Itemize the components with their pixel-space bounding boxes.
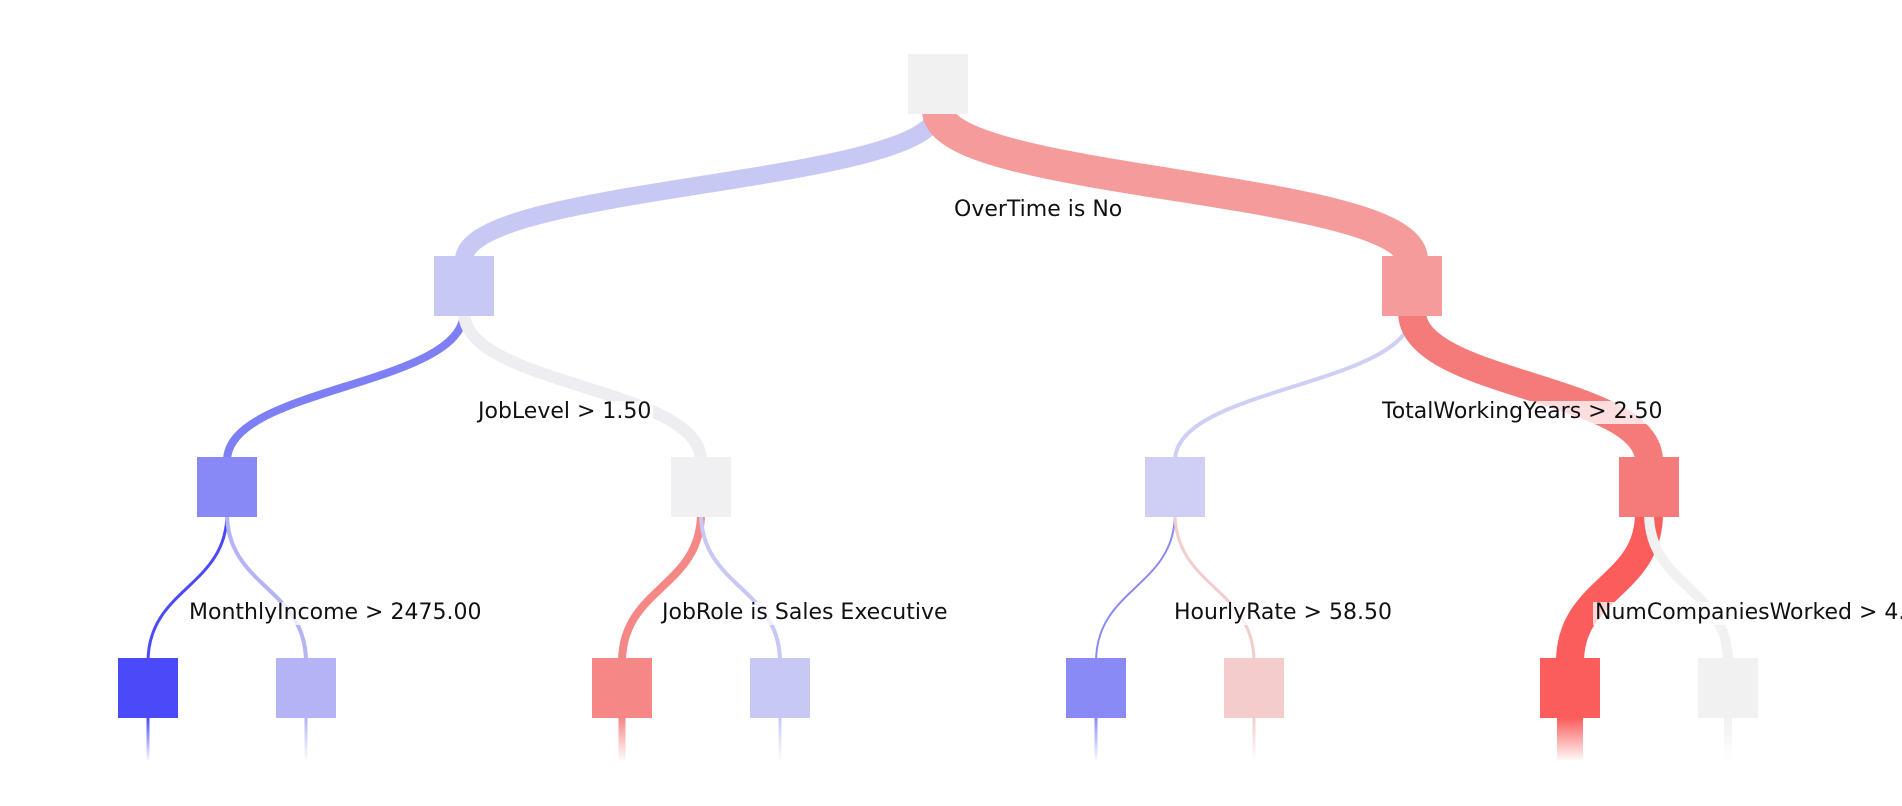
stub-fade-LLL: [145, 718, 151, 762]
label-background: [187, 602, 484, 625]
link-L-to-LL: [223, 311, 468, 462]
link-LR-to-LRR: [699, 512, 782, 663]
tree-node-LR[interactable]: [671, 457, 731, 517]
split-label-L: JobLevel > 1.50: [474, 399, 654, 424]
split-label-text: HourlyRate > 58.50: [1174, 600, 1392, 625]
tree-node-RL[interactable]: [1145, 457, 1205, 517]
tree-node-RRL[interactable]: [1540, 658, 1600, 718]
tree-node-root[interactable]: [908, 54, 968, 114]
split-label-RR: NumCompaniesWorked > 4.50: [1593, 600, 1902, 625]
split-label-LL: MonthlyIncome > 2475.00: [187, 600, 484, 625]
link-LL-to-LLR: [225, 512, 308, 663]
stub-fade-LRL: [617, 718, 627, 762]
link-RL-to-RLR: [1173, 512, 1256, 663]
stub-fade-RRL: [1556, 718, 1584, 762]
split-label-text: OverTime is No: [954, 197, 1122, 222]
label-background: [1172, 602, 1394, 625]
split-label-root: OverTime is No: [952, 197, 1125, 222]
split-label-text: JobLevel > 1.50: [476, 399, 651, 424]
tree-node-LLR[interactable]: [276, 658, 336, 718]
stub-fade-LRR: [777, 718, 783, 762]
label-background: [952, 199, 1125, 222]
split-label-text: JobRole is Sales Executive: [660, 600, 948, 625]
link-root-to-R: [922, 106, 1428, 264]
tree-node-RLL[interactable]: [1066, 658, 1126, 718]
link-RR-to-RRR: [1644, 512, 1733, 663]
link-LR-to-LRL: [618, 512, 705, 663]
tree-node-RRR[interactable]: [1698, 658, 1758, 718]
links-layer: [146, 106, 1733, 663]
link-L-to-LR: [458, 311, 707, 462]
link-RL-to-RLL: [1095, 512, 1176, 663]
tree-node-LL[interactable]: [197, 457, 257, 517]
link-R-to-RL: [1173, 311, 1414, 462]
tree-node-RLR[interactable]: [1224, 658, 1284, 718]
label-background: [658, 602, 950, 625]
link-root-to-L: [455, 107, 947, 263]
nodes-layer: [118, 54, 1758, 718]
tree-node-LLL[interactable]: [118, 658, 178, 718]
tree-node-R[interactable]: [1382, 256, 1442, 316]
stub-fade-RRR: [1723, 718, 1733, 762]
tree-node-LRR[interactable]: [750, 658, 810, 718]
continuation-stubs: [145, 718, 1733, 762]
stub-fade-LLR: [303, 718, 309, 762]
split-label-text: TotalWorkingYears > 2.50: [1381, 399, 1663, 424]
split-label-LR: JobRole is Sales Executive: [658, 600, 950, 625]
split-label-text: NumCompaniesWorked > 4.50: [1595, 600, 1902, 625]
split-label-text: MonthlyIncome > 2475.00: [189, 600, 481, 625]
tree-node-L[interactable]: [434, 256, 494, 316]
split-labels: OverTime is No JobLevel > 1.50 TotalWorkin…: [187, 197, 1902, 625]
tree-node-LRL[interactable]: [592, 658, 652, 718]
link-RR-to-RRL: [1556, 512, 1663, 663]
link-LL-to-LLL: [146, 512, 229, 663]
tree-node-RR[interactable]: [1619, 457, 1679, 517]
label-background: [1593, 602, 1902, 625]
stub-fade-RLR: [1251, 718, 1257, 762]
label-background: [1379, 401, 1665, 424]
label-background: [474, 401, 654, 424]
stub-fade-RLL: [1093, 718, 1099, 762]
split-label-RL: HourlyRate > 58.50: [1172, 600, 1394, 625]
split-label-R: TotalWorkingYears > 2.50: [1379, 399, 1665, 424]
link-R-to-RR: [1398, 309, 1663, 464]
